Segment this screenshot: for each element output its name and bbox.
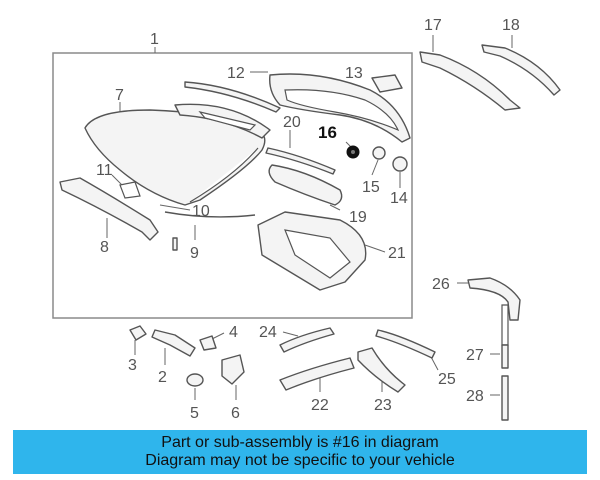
callout-15: 15 bbox=[362, 179, 380, 196]
callout-16: 16 bbox=[318, 123, 337, 142]
rail-18 bbox=[481, 44, 561, 96]
callout-11: 11 bbox=[96, 162, 113, 179]
rear-window-glass bbox=[284, 89, 400, 132]
callout-6: 6 bbox=[231, 405, 240, 422]
rod-28 bbox=[501, 375, 509, 421]
callout-12: 12 bbox=[227, 65, 245, 82]
linkage-bracket bbox=[119, 181, 141, 199]
callout-10: 10 bbox=[192, 203, 210, 220]
callout-28: 28 bbox=[466, 388, 484, 405]
bushing-16-hole bbox=[351, 150, 355, 154]
roof-strip-upper bbox=[184, 81, 281, 113]
callout-7: 7 bbox=[115, 87, 124, 104]
callout-numbers: 1 7 12 13 20 16 11 10 15 14 19 8 9 21 17… bbox=[96, 17, 520, 422]
callout-25: 25 bbox=[438, 371, 456, 388]
callout-4: 4 bbox=[229, 324, 238, 341]
callout-20: 20 bbox=[283, 114, 301, 131]
info-banner: Part or sub-assembly is #16 in diagram D… bbox=[13, 430, 587, 474]
rail-17 bbox=[419, 51, 521, 111]
grommet-15 bbox=[372, 146, 386, 160]
rod-27 bbox=[501, 344, 509, 369]
callout-14: 14 bbox=[390, 190, 408, 207]
trim-24 bbox=[279, 327, 335, 353]
callout-21: 21 bbox=[388, 245, 406, 262]
seal-strip bbox=[265, 147, 336, 175]
callout-18: 18 bbox=[502, 17, 520, 34]
clip-4 bbox=[199, 335, 217, 351]
callout-2: 2 bbox=[158, 369, 167, 386]
bolt-9 bbox=[172, 237, 178, 251]
cap-14 bbox=[392, 156, 408, 172]
bracket-3 bbox=[129, 325, 147, 341]
banner-line-2: Diagram may not be specific to your vehi… bbox=[145, 452, 455, 469]
rod-26 bbox=[501, 304, 509, 346]
block-13 bbox=[371, 74, 403, 93]
callout-13: 13 bbox=[345, 65, 363, 82]
callout-19: 19 bbox=[349, 209, 367, 226]
callout-17: 17 bbox=[424, 17, 442, 34]
strut-26 bbox=[467, 277, 521, 321]
callout-5: 5 bbox=[190, 405, 199, 422]
banner-line-1: Part or sub-assembly is #16 in diagram bbox=[161, 434, 439, 451]
leader-lines bbox=[106, 35, 513, 400]
callout-3: 3 bbox=[128, 357, 137, 374]
control-cable bbox=[164, 211, 256, 218]
trim-23 bbox=[357, 347, 406, 393]
callout-24: 24 bbox=[259, 324, 277, 341]
lever-2 bbox=[151, 329, 196, 357]
callout-8: 8 bbox=[100, 239, 109, 256]
trim-25 bbox=[375, 329, 436, 359]
callout-22: 22 bbox=[311, 397, 329, 414]
roof-frame-detail bbox=[198, 111, 257, 131]
top-storage-box-detail bbox=[284, 229, 351, 279]
callout-23: 23 bbox=[374, 397, 392, 414]
parts-diagram: 1 7 12 13 20 16 11 10 15 14 19 8 9 21 17… bbox=[52, 17, 561, 422]
callout-27: 27 bbox=[466, 347, 484, 364]
hinge-6 bbox=[221, 354, 245, 385]
callout-9: 9 bbox=[190, 245, 199, 262]
linkage-arm bbox=[59, 177, 159, 241]
callout-1: 1 bbox=[150, 31, 159, 48]
knob-5 bbox=[186, 373, 204, 387]
tonneau-trim bbox=[268, 164, 343, 206]
roof-panel-edge bbox=[189, 147, 259, 203]
callout-26: 26 bbox=[432, 276, 450, 293]
trim-22 bbox=[279, 357, 355, 391]
assembly-frame bbox=[52, 52, 413, 319]
